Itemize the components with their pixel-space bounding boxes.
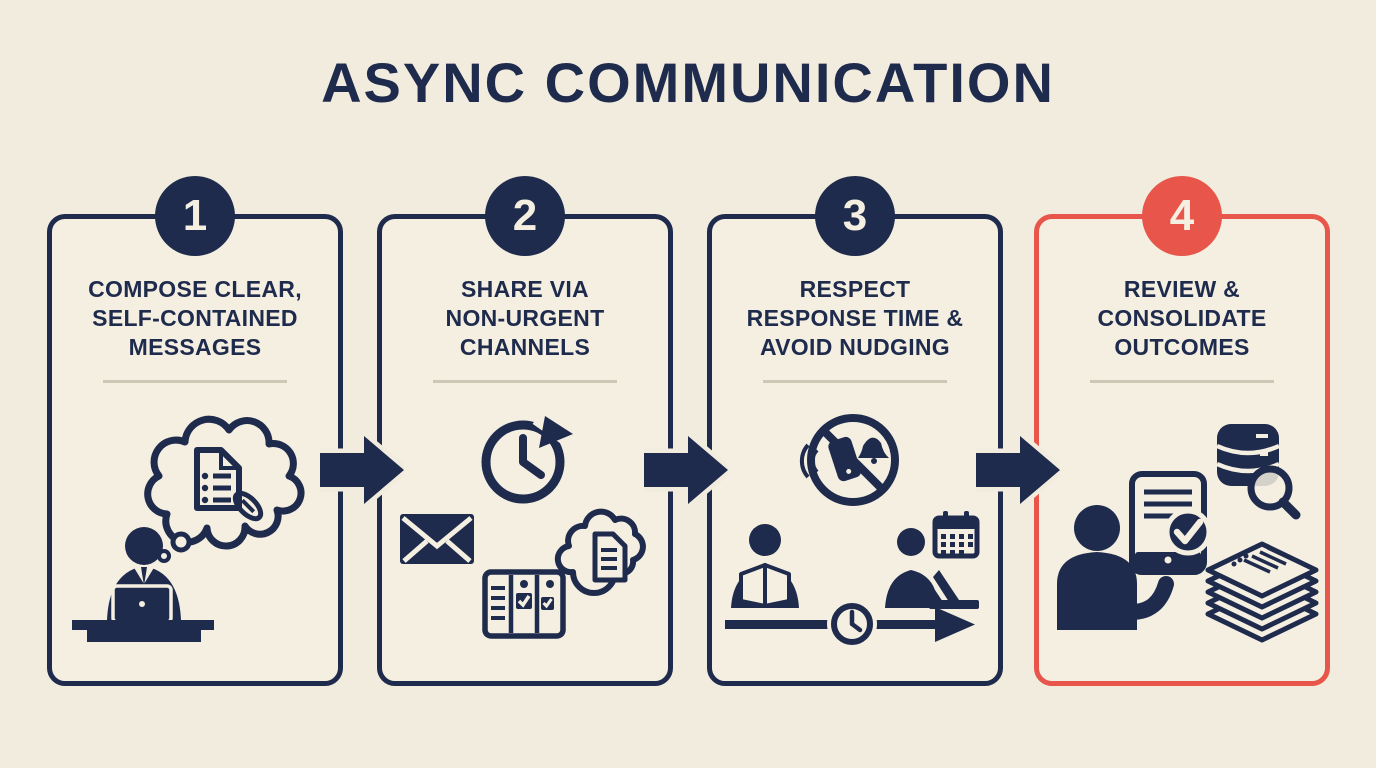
step-number-badge: 3 <box>815 176 895 256</box>
async-clock-icon <box>481 414 576 504</box>
person-with-tablet-icon <box>1057 471 1212 630</box>
paperclip-icon <box>232 490 264 522</box>
divider <box>763 380 947 383</box>
step-card-3: 3 RESPECT RESPONSE TIME & AVOID NUDGING <box>707 176 1003 695</box>
no-notifications-icon <box>799 414 899 506</box>
checklist-document-icon <box>194 447 242 511</box>
share-channels-illustration <box>400 414 646 639</box>
step-card-2: 2 SHARE VIA NON-URGENT CHANNELS <box>377 176 673 695</box>
person-at-desk-icon <box>72 527 214 642</box>
step-number-badge: 4 <box>1142 176 1222 256</box>
calendar-icon <box>932 511 980 559</box>
page-title: ASYNC COMMUNICATION <box>321 51 1055 114</box>
cloud-document-icon <box>554 508 646 596</box>
compose-message-illustration <box>72 415 305 642</box>
arrow-icon <box>976 436 1060 504</box>
laptop-icon <box>111 584 173 624</box>
divider <box>433 380 617 383</box>
step-number-badge: 2 <box>485 176 565 256</box>
magnifier-icon <box>1247 465 1301 520</box>
step-title: REVIEW & CONSOLIDATE OUTCOMES <box>1097 276 1267 360</box>
document-stack-icon <box>1205 541 1319 643</box>
divider <box>1090 380 1274 383</box>
person-at-laptop-icon <box>885 528 979 609</box>
person-reading-icon <box>731 524 799 608</box>
divider <box>103 380 287 383</box>
arrow-icon <box>644 436 728 504</box>
step-title: RESPECT RESPONSE TIME & AVOID NUDGING <box>746 276 964 360</box>
timeline-clock-icon <box>725 599 975 649</box>
step-title: SHARE VIA NON-URGENT CHANNELS <box>445 276 605 360</box>
envelope-icon <box>400 514 474 564</box>
arrow-icon <box>320 436 404 504</box>
step-title: COMPOSE CLEAR, SELF-CONTAINED MESSAGES <box>88 276 302 360</box>
archive-magnifier-icon <box>1216 424 1301 520</box>
tablet-check-icon <box>1129 471 1212 575</box>
kanban-board-icon <box>482 569 566 639</box>
step-card-1: 1 COMPOSE CLEAR, SELF-CONTAINED MESSAGES <box>47 176 343 695</box>
step-number-badge: 1 <box>155 176 235 256</box>
respect-time-illustration <box>725 414 980 649</box>
step-card-4: 4 REVIEW & CONSOLIDATE OUTCOMES <box>1034 176 1330 695</box>
review-consolidate-illustration <box>1057 424 1319 643</box>
thought-bubble-icon <box>144 415 305 563</box>
